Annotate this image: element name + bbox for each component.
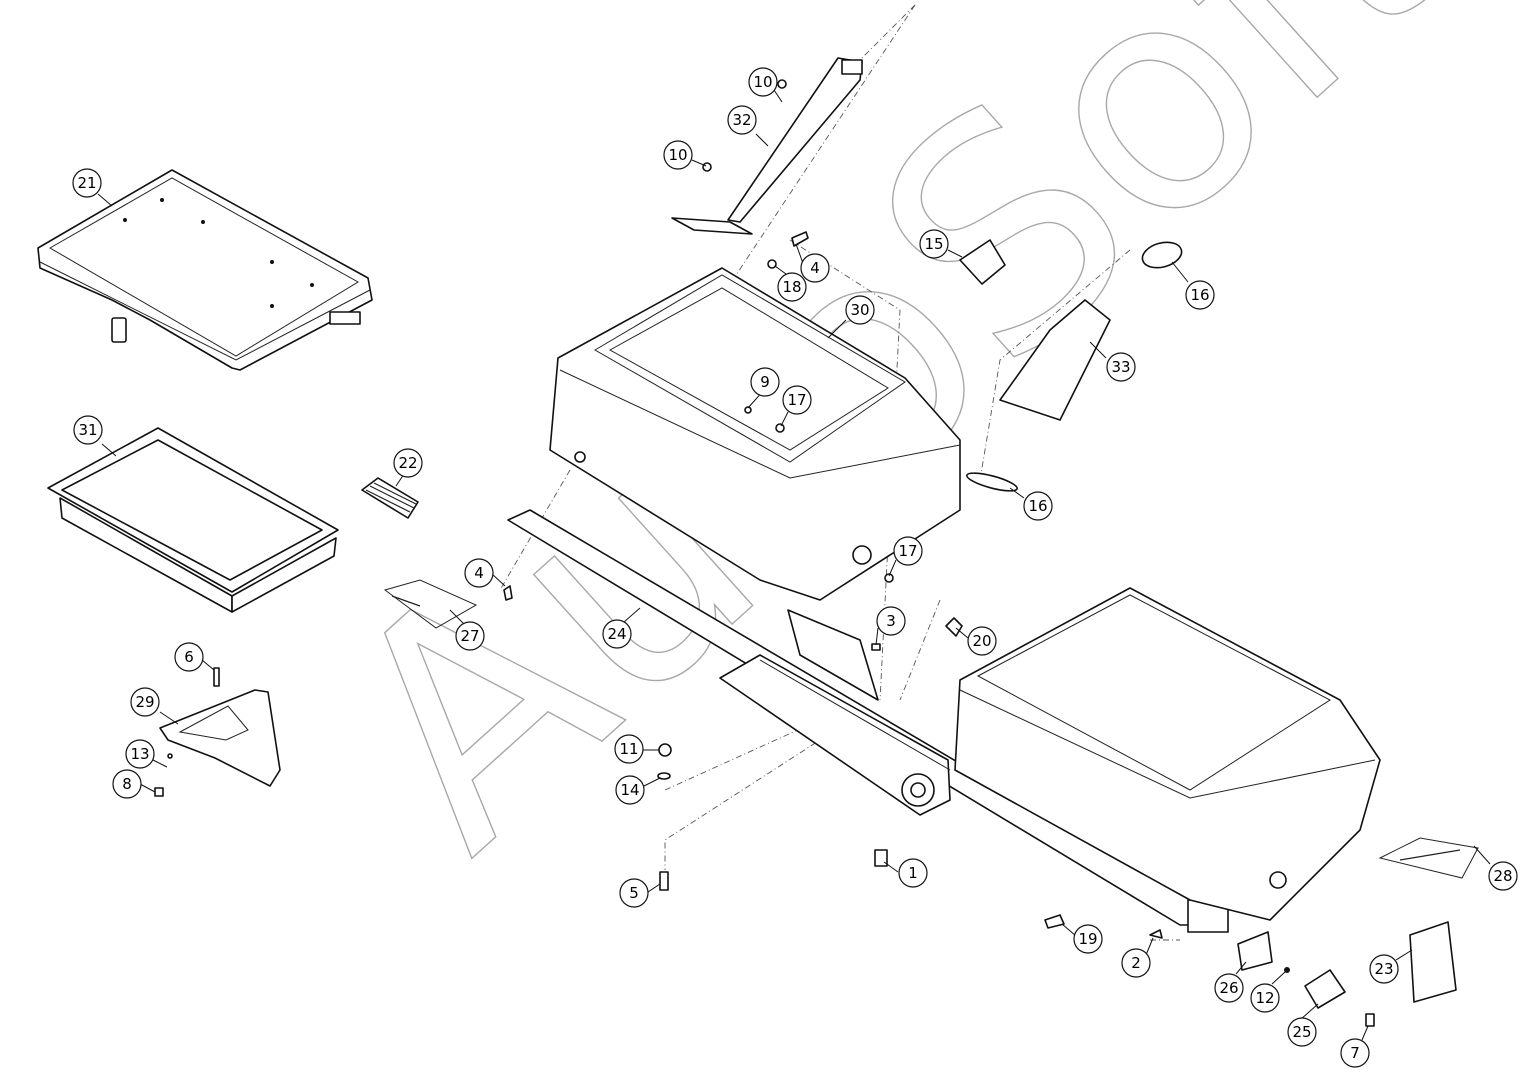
svg-text:33: 33 [1111,358,1130,376]
part-16-clamp-upper [1141,241,1183,269]
part-24-main-beam [507,509,1229,933]
svg-text:19: 19 [1078,930,1097,948]
callout-19[interactable]: 19 [1073,924,1103,954]
callout-14[interactable]: 14 [615,775,645,805]
small-hardware [154,79,1375,1027]
svg-text:28: 28 [1493,867,1512,885]
svg-text:25: 25 [1292,1023,1311,1041]
callouts: 1 2 3 4 4 5 6 7 8 9 10 10 11 12 13 14 15… [72,67,1518,1068]
callout-26[interactable]: 26 [1214,973,1244,1003]
svg-text:10: 10 [668,146,687,164]
svg-text:14: 14 [620,781,639,799]
part-28-decal-sheet [1378,837,1479,879]
callout-21[interactable]: 21 [72,168,102,198]
svg-text:11: 11 [619,740,638,758]
callout-3[interactable]: 3 [876,606,906,636]
part-21-lid-panel [37,169,373,371]
callout-10-lower[interactable]: 10 [663,140,693,170]
callout-23[interactable]: 23 [1369,954,1399,984]
part-15-duct-cap [959,239,1006,285]
svg-text:32: 32 [732,111,751,129]
callout-28[interactable]: 28 [1488,861,1518,891]
callout-5[interactable]: 5 [619,878,649,908]
svg-text:29: 29 [135,693,154,711]
part-23-plate [1409,921,1457,1003]
svg-text:4: 4 [474,564,484,582]
callout-7[interactable]: 7 [1340,1038,1370,1068]
part-31-mesh-basket [47,427,339,613]
callout-11[interactable]: 11 [614,734,644,764]
callout-2[interactable]: 2 [1121,948,1151,978]
callout-4-lower[interactable]: 4 [464,558,494,588]
svg-text:31: 31 [78,421,97,439]
callout-8[interactable]: 8 [112,769,142,799]
svg-text:13: 13 [130,745,149,763]
svg-text:4: 4 [810,259,820,277]
svg-text:8: 8 [122,775,132,793]
part-33-duct [999,299,1111,421]
svg-text:27: 27 [460,627,479,645]
callout-33[interactable]: 33 [1106,352,1136,382]
callout-16-upper[interactable]: 16 [1185,280,1215,310]
part-22-decal [361,477,419,519]
callout-4-upper[interactable]: 4 [800,253,830,283]
svg-text:21: 21 [77,174,96,192]
callout-17-upper[interactable]: 17 [782,385,812,415]
part-32-support-strut [671,57,863,235]
callout-16-lower[interactable]: 16 [1023,491,1053,521]
part-16-clamp-lower [966,472,1018,492]
svg-text:6: 6 [184,648,194,666]
svg-text:12: 12 [1255,989,1274,1007]
callout-12[interactable]: 12 [1250,983,1280,1013]
callout-15[interactable]: 15 [919,229,949,259]
callout-30[interactable]: 30 [845,295,875,325]
svg-text:16: 16 [1190,286,1209,304]
svg-text:22: 22 [398,454,417,472]
callout-1[interactable]: 1 [898,858,928,888]
svg-text:24: 24 [607,625,626,643]
callout-27[interactable]: 27 [455,621,485,651]
svg-text:10: 10 [753,73,772,91]
svg-text:30: 30 [850,301,869,319]
part-29-mounting-bracket [159,689,281,787]
callout-6[interactable]: 6 [174,642,204,672]
callout-17-lower[interactable]: 17 [893,536,923,566]
callout-31[interactable]: 31 [73,415,103,445]
callout-10-upper[interactable]: 10 [748,67,778,97]
svg-text:9: 9 [760,373,770,391]
svg-text:2: 2 [1131,954,1141,972]
callout-13[interactable]: 13 [125,739,155,769]
svg-text:26: 26 [1219,979,1238,997]
svg-text:23: 23 [1374,960,1393,978]
part-27-decal-sheet [383,579,478,629]
part-30-upper-housing [549,267,961,601]
svg-text:15: 15 [924,235,943,253]
svg-text:17: 17 [898,542,917,560]
callout-22[interactable]: 22 [393,448,423,478]
callout-32[interactable]: 32 [727,105,757,135]
svg-text:3: 3 [886,612,896,630]
callout-29[interactable]: 29 [130,687,160,717]
callout-24[interactable]: 24 [602,619,632,649]
svg-text:17: 17 [787,391,806,409]
svg-text:7: 7 [1350,1044,1360,1062]
svg-text:16: 16 [1028,497,1047,515]
svg-text:5: 5 [629,884,639,902]
svg-text:20: 20 [972,632,991,650]
callout-20[interactable]: 20 [967,626,997,656]
svg-text:18: 18 [782,278,801,296]
callout-18[interactable]: 18 [777,272,807,302]
callout-25[interactable]: 25 [1287,1017,1317,1047]
lower-housing [954,587,1381,921]
callout-9[interactable]: 9 [750,367,780,397]
svg-text:1: 1 [908,864,918,882]
